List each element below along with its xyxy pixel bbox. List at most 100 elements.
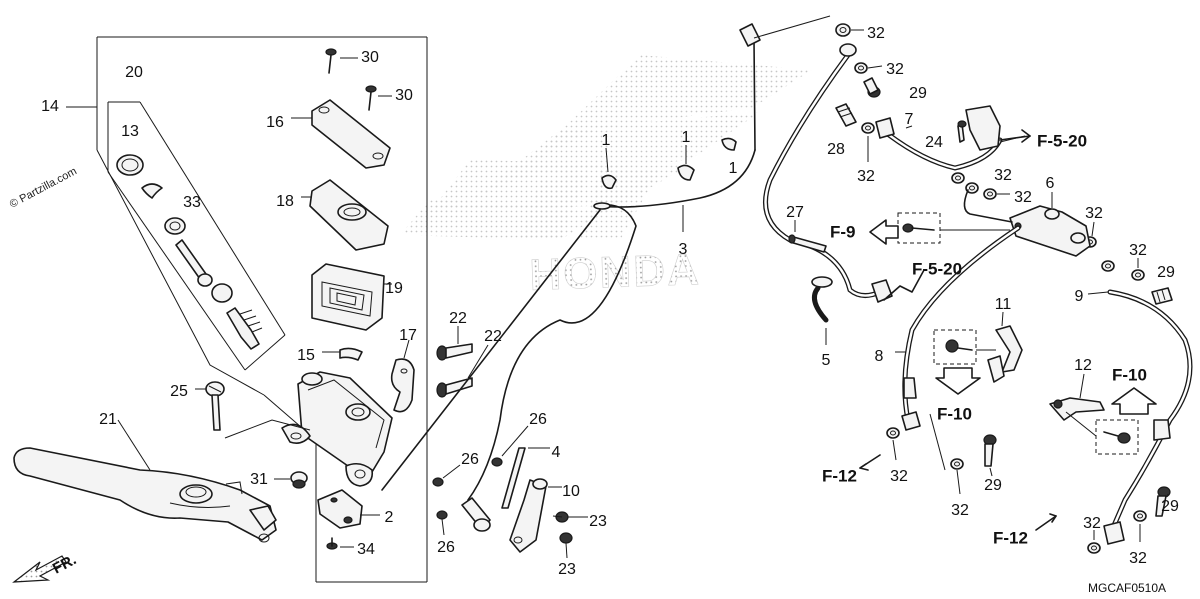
part-number-label[interactable]: 32 bbox=[1014, 189, 1032, 206]
part-number-labels: 1420133330301618191715252131234222226262… bbox=[41, 25, 1179, 578]
part-number-label[interactable]: 20 bbox=[125, 64, 143, 81]
screw-34 bbox=[326, 537, 354, 550]
section-reference-label[interactable]: F-9 bbox=[830, 222, 856, 241]
section-reference-labels: F-5-20F-5-20F-9F-10F-10F-12F-12 bbox=[822, 131, 1147, 547]
part-number-label[interactable]: 9 bbox=[1075, 288, 1084, 305]
rear-hose-9 bbox=[1087, 289, 1193, 545]
part-number-label[interactable]: 11 bbox=[995, 296, 1012, 313]
honda-wing-watermark bbox=[400, 55, 812, 240]
part-number-label[interactable]: 21 bbox=[99, 411, 117, 428]
part-number-label[interactable]: 15 bbox=[297, 347, 315, 364]
part-number-label[interactable]: 30 bbox=[395, 87, 413, 104]
part-number-label[interactable]: 30 bbox=[361, 49, 379, 66]
part-number-label[interactable]: 5 bbox=[822, 352, 831, 369]
section-reference-label[interactable]: F-12 bbox=[993, 528, 1028, 547]
part-number-label[interactable]: 22 bbox=[449, 310, 467, 327]
part-number-label[interactable]: 32 bbox=[994, 167, 1012, 184]
part-number-label[interactable]: 32 bbox=[890, 468, 908, 485]
part-number-label[interactable]: 32 bbox=[857, 168, 875, 185]
part-number-label[interactable]: 26 bbox=[529, 411, 547, 428]
banjo-bolt-28 bbox=[835, 103, 857, 127]
part-number-label[interactable]: 25 bbox=[170, 383, 188, 400]
part-number-label[interactable]: 14 bbox=[41, 98, 59, 115]
part-number-label[interactable]: 29 bbox=[1161, 498, 1179, 515]
part-number-label[interactable]: 29 bbox=[1157, 264, 1175, 281]
part-number-label[interactable]: 6 bbox=[1046, 175, 1055, 192]
bolt-27 bbox=[788, 220, 827, 253]
clamp-1-middle bbox=[677, 145, 695, 181]
hose-bracket-11 bbox=[987, 311, 1023, 383]
part-number-label[interactable]: 32 bbox=[1085, 205, 1103, 222]
part-number-label[interactable]: 29 bbox=[984, 477, 1002, 494]
part-number-label[interactable]: 31 bbox=[250, 471, 268, 488]
section-reference-label[interactable]: F-10 bbox=[937, 404, 972, 423]
diaphragm-19 bbox=[311, 263, 392, 331]
part-number-label[interactable]: 13 bbox=[121, 123, 139, 140]
screw-30-second bbox=[365, 85, 392, 111]
upper-hose-5 bbox=[763, 43, 893, 345]
screw-30-top bbox=[325, 48, 358, 74]
part-number-label[interactable]: 4 bbox=[552, 444, 561, 461]
part-number-label[interactable]: 12 bbox=[1074, 357, 1092, 374]
part-number-label[interactable]: 32 bbox=[1083, 515, 1101, 532]
part-number-label[interactable]: 24 bbox=[925, 134, 943, 151]
site-watermark: © Partzilla.com bbox=[8, 165, 79, 210]
part-number-label[interactable]: 1 bbox=[602, 132, 611, 149]
part-number-label[interactable]: 32 bbox=[867, 25, 885, 42]
part-number-label[interactable]: 33 bbox=[183, 194, 201, 211]
part-number-label[interactable]: 10 bbox=[562, 483, 580, 500]
nut-31 bbox=[274, 471, 308, 489]
part-number-label[interactable]: 26 bbox=[461, 451, 479, 468]
front-direction-marker: FR. bbox=[12, 551, 79, 583]
screw-26-b bbox=[491, 425, 529, 467]
part-number-label[interactable]: 2 bbox=[385, 509, 394, 526]
part-number-label[interactable]: 1 bbox=[682, 129, 691, 146]
section-reference-label[interactable]: F-12 bbox=[822, 466, 857, 485]
part-number-label[interactable]: 32 bbox=[951, 502, 969, 519]
part-number-label[interactable]: 22 bbox=[484, 328, 502, 345]
part-number-label[interactable]: 32 bbox=[1129, 550, 1147, 567]
master-cylinder-body bbox=[281, 371, 393, 487]
part-number-label[interactable]: 29 bbox=[909, 85, 927, 102]
small-pipe-7 bbox=[875, 105, 1026, 171]
section-reference-label[interactable]: F-10 bbox=[1112, 365, 1147, 384]
direction-marker-text: FR. bbox=[50, 551, 79, 577]
part-number-label[interactable]: 32 bbox=[1129, 242, 1147, 259]
part-number-label[interactable]: 28 bbox=[827, 141, 845, 158]
part-number-label[interactable]: 7 bbox=[905, 111, 914, 128]
f9-reference-box bbox=[869, 212, 1010, 245]
part-number-label[interactable]: 23 bbox=[589, 513, 607, 530]
section-reference-label[interactable]: F-5-20 bbox=[912, 259, 962, 278]
bolt-22-upper bbox=[436, 326, 473, 361]
f10-reference-box-left bbox=[933, 329, 996, 395]
part-number-label[interactable]: 3 bbox=[679, 241, 688, 258]
part-number-label[interactable]: 18 bbox=[276, 193, 294, 210]
part-number-label[interactable]: 34 bbox=[357, 541, 375, 558]
part-number-label[interactable]: 26 bbox=[437, 539, 455, 556]
lower-hose-8 bbox=[883, 225, 1021, 431]
reservoir-cap-16 bbox=[291, 99, 391, 169]
part-number-label[interactable]: 17 bbox=[399, 327, 417, 344]
part-number-label[interactable]: 8 bbox=[875, 348, 884, 365]
part-number-label[interactable]: 32 bbox=[886, 61, 904, 78]
bolt-23-upper bbox=[552, 511, 588, 523]
part-number-label[interactable]: 16 bbox=[266, 114, 284, 131]
part-number-label[interactable]: 23 bbox=[558, 561, 576, 578]
screw-26-a bbox=[432, 464, 461, 487]
bolt-29-center bbox=[983, 434, 997, 477]
part-number-label[interactable]: 19 bbox=[385, 280, 403, 297]
part-number-label[interactable]: 1 bbox=[729, 160, 738, 177]
holder-17 bbox=[390, 339, 415, 413]
brand-watermark-text: HONDA bbox=[529, 245, 702, 300]
part-number-label[interactable]: 27 bbox=[786, 204, 804, 221]
piston-kit-outline bbox=[107, 101, 286, 371]
pedal-switch-assembly bbox=[461, 447, 562, 553]
section-reference-label[interactable]: F-5-20 bbox=[1037, 131, 1087, 150]
ref-arrows bbox=[859, 129, 1057, 531]
clamp-1-left bbox=[601, 147, 617, 190]
bolt-29-bottom bbox=[1155, 486, 1171, 517]
clip-15 bbox=[322, 347, 363, 361]
hose-bracket-12 bbox=[1049, 373, 1105, 421]
